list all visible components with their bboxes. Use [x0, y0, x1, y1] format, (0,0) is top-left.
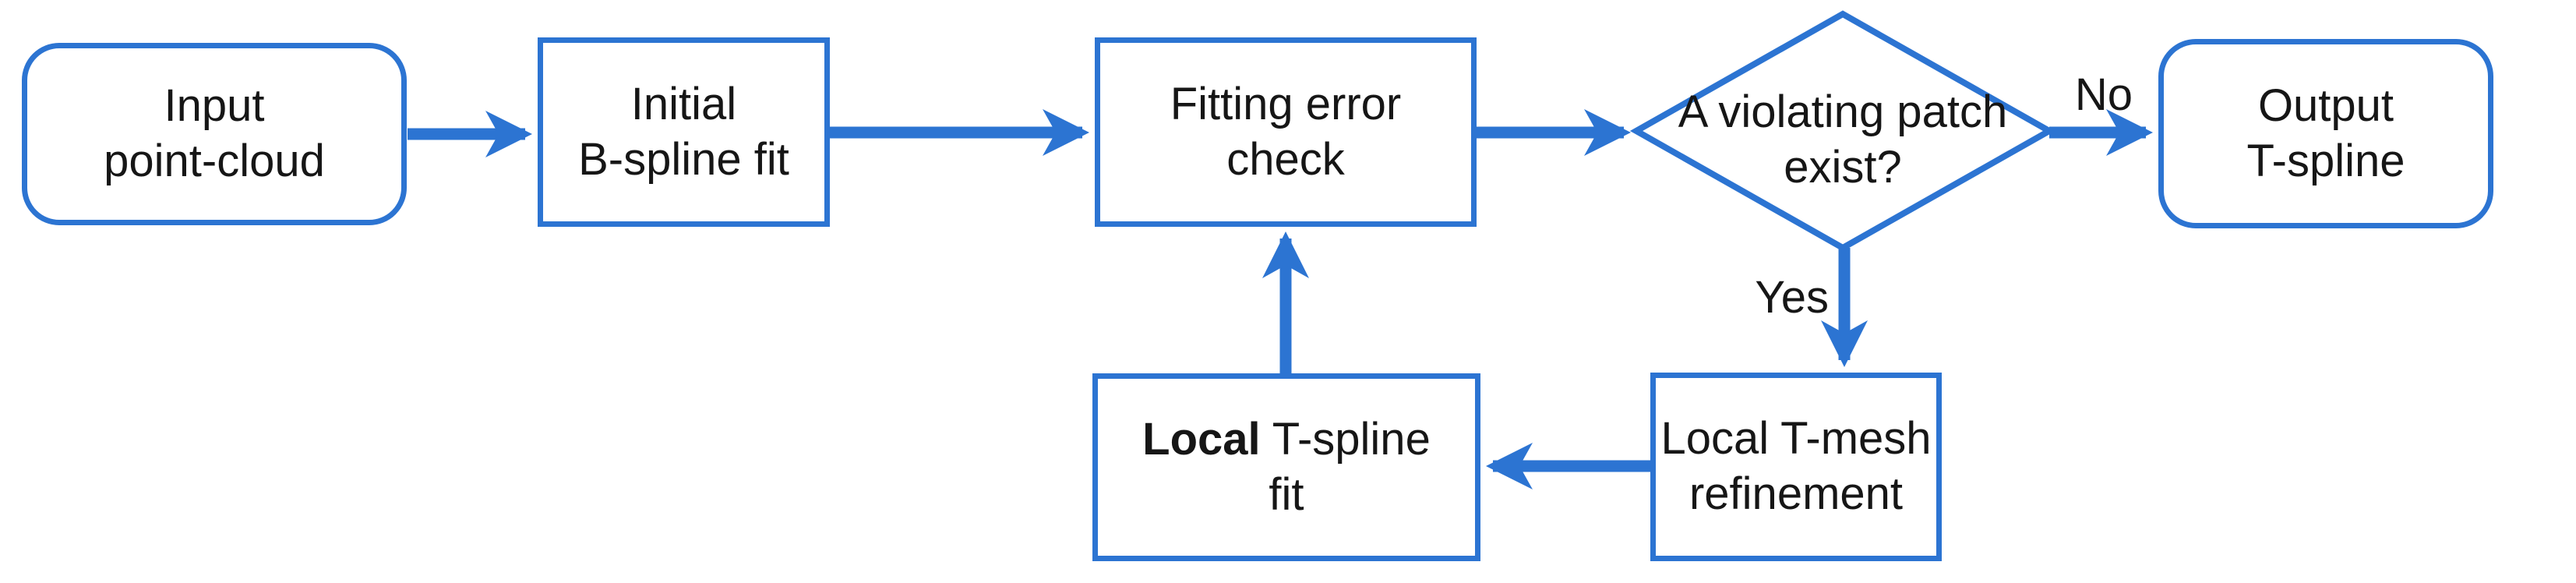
node-local-tmesh-refinement-label: Local T-mesh refinement — [1660, 413, 1932, 519]
node-decision-violating-patch-label: A violating patch exist? — [1678, 87, 2008, 193]
node-initial-bspline-fit: Initial B-spline fit — [538, 37, 830, 227]
node-initial-bspline-fit-label: Initial B-spline fit — [578, 78, 789, 185]
edge-label-yes: Yes — [1755, 272, 1829, 323]
node-local-tspline-fit-label-bold: Local — [1142, 413, 1261, 465]
node-local-tspline-fit: Local T-spline fit — [1092, 373, 1480, 561]
node-output-tspline: Output T-spline — [2158, 39, 2493, 228]
node-decision-violating-patch: A violating patch exist? — [1636, 23, 2049, 257]
node-local-tspline-fit-label-rest: T-spline fit — [1269, 413, 1431, 520]
node-input-point-cloud-label: Input point-cloud — [104, 80, 325, 186]
edge-label-no: No — [2074, 69, 2133, 120]
node-output-tspline-label: Output T-spline — [2246, 80, 2405, 186]
node-local-tmesh-refinement: Local T-mesh refinement — [1650, 373, 1942, 561]
node-input-point-cloud: Input point-cloud — [22, 43, 407, 225]
node-local-tspline-fit-label: Local T-spline fit — [1142, 412, 1431, 523]
node-fitting-error-check-label: Fitting error check — [1170, 78, 1402, 185]
node-fitting-error-check: Fitting error check — [1095, 37, 1477, 227]
